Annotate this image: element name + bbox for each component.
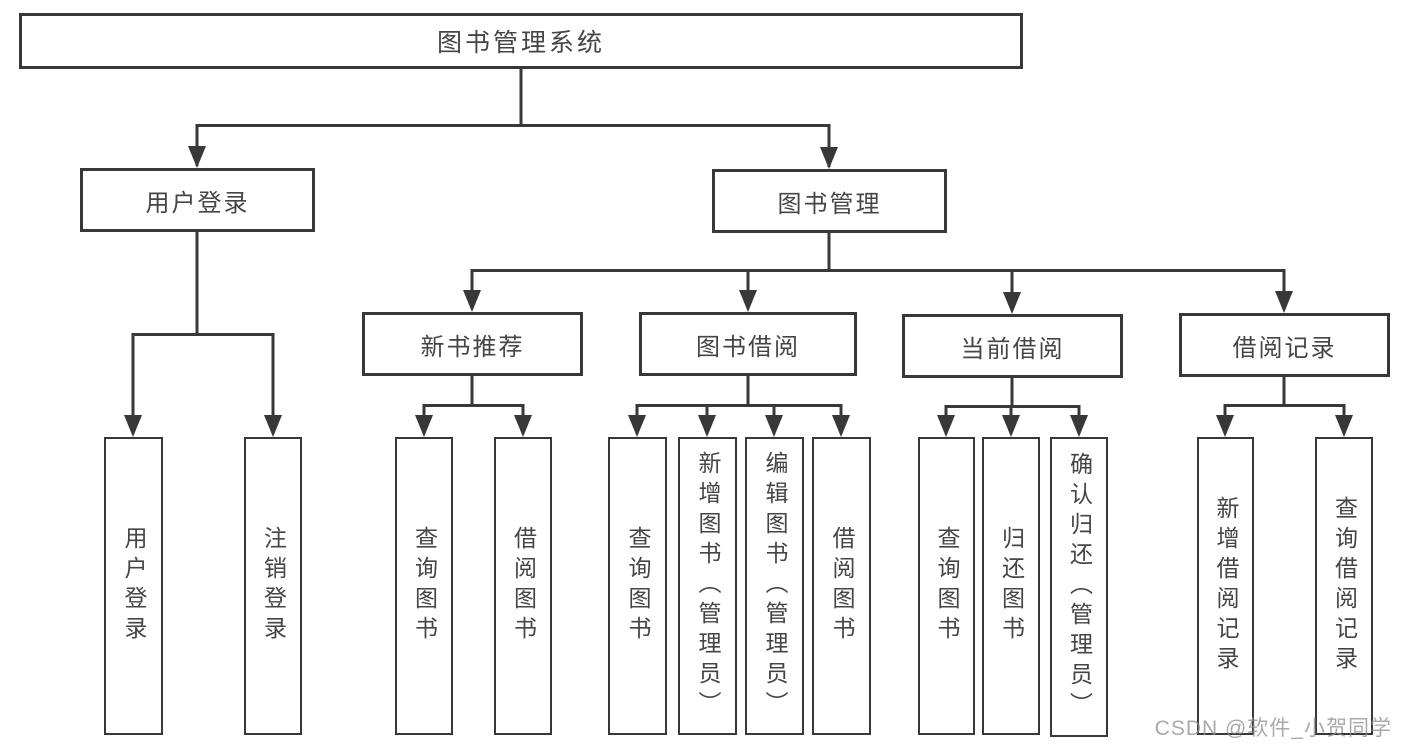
node-library-system-label: 图书管理系统	[436, 29, 605, 57]
node-book-borrow-label: 图书借阅	[696, 333, 800, 361]
leaf-borrow-borrow-books-label: 借阅图书	[829, 526, 855, 646]
node-user-login-label: 用户登录	[145, 189, 250, 217]
leaf-borrow-edit-books-admin: 编辑图书（管理员）	[745, 437, 804, 735]
leaf-records-add-record-label: 新增借阅记录	[1213, 496, 1239, 676]
node-current-borrow: 当前借阅	[902, 314, 1123, 378]
node-book-management-label: 图书管理	[777, 190, 882, 218]
leaf-borrow-edit-books-admin-label: 编辑图书（管理员）	[762, 451, 788, 721]
leaf-borrow-add-books-admin: 新增图书（管理员）	[678, 437, 737, 735]
leaf-recommend-borrow-books-label: 借阅图书	[510, 526, 537, 646]
leaf-current-query-books-label: 查询图书	[934, 526, 960, 646]
leaf-recommend-query-books: 查询图书	[395, 437, 453, 735]
leaf-borrow-query-books-label: 查询图书	[625, 526, 651, 646]
leaf-current-query-books: 查询图书	[918, 437, 975, 735]
leaf-user-login: 用户登录	[104, 437, 163, 735]
node-borrow-records-label: 借阅记录	[1232, 334, 1337, 362]
leaf-logout-label: 注销登录	[260, 526, 287, 646]
csdn-watermark: CSDN @软件_小贺同学	[1154, 717, 1392, 740]
node-library-system: 图书管理系统	[19, 13, 1023, 69]
node-new-book-recommend-label: 新书推荐	[420, 333, 525, 361]
node-borrow-records: 借阅记录	[1179, 313, 1390, 377]
leaf-current-return-books: 归还图书	[982, 437, 1040, 735]
leaf-logout: 注销登录	[244, 437, 302, 735]
leaf-records-add-record: 新增借阅记录	[1197, 437, 1254, 735]
leaf-borrow-add-books-admin-label: 新增图书（管理员）	[695, 451, 721, 721]
node-current-borrow-label: 当前借阅	[960, 335, 1065, 363]
leaf-user-login-label: 用户登录	[121, 526, 147, 646]
leaf-current-confirm-return-admin: 确认归还（管理员）	[1050, 437, 1108, 737]
leaf-current-confirm-return-admin-label: 确认归还（管理员）	[1066, 452, 1093, 722]
node-new-book-recommend: 新书推荐	[362, 312, 583, 376]
node-user-login: 用户登录	[80, 168, 315, 232]
leaf-borrow-query-books: 查询图书	[608, 437, 667, 735]
leaf-records-query-record: 查询借阅记录	[1315, 437, 1373, 735]
node-book-management: 图书管理	[712, 169, 947, 233]
leaf-recommend-borrow-books: 借阅图书	[494, 437, 552, 735]
leaf-records-query-record-label: 查询借阅记录	[1331, 496, 1358, 676]
leaf-current-return-books-label: 归还图书	[998, 526, 1025, 646]
leaf-recommend-query-books-label: 查询图书	[411, 526, 438, 646]
node-book-borrow: 图书借阅	[639, 312, 857, 376]
leaf-borrow-borrow-books: 借阅图书	[812, 437, 871, 735]
